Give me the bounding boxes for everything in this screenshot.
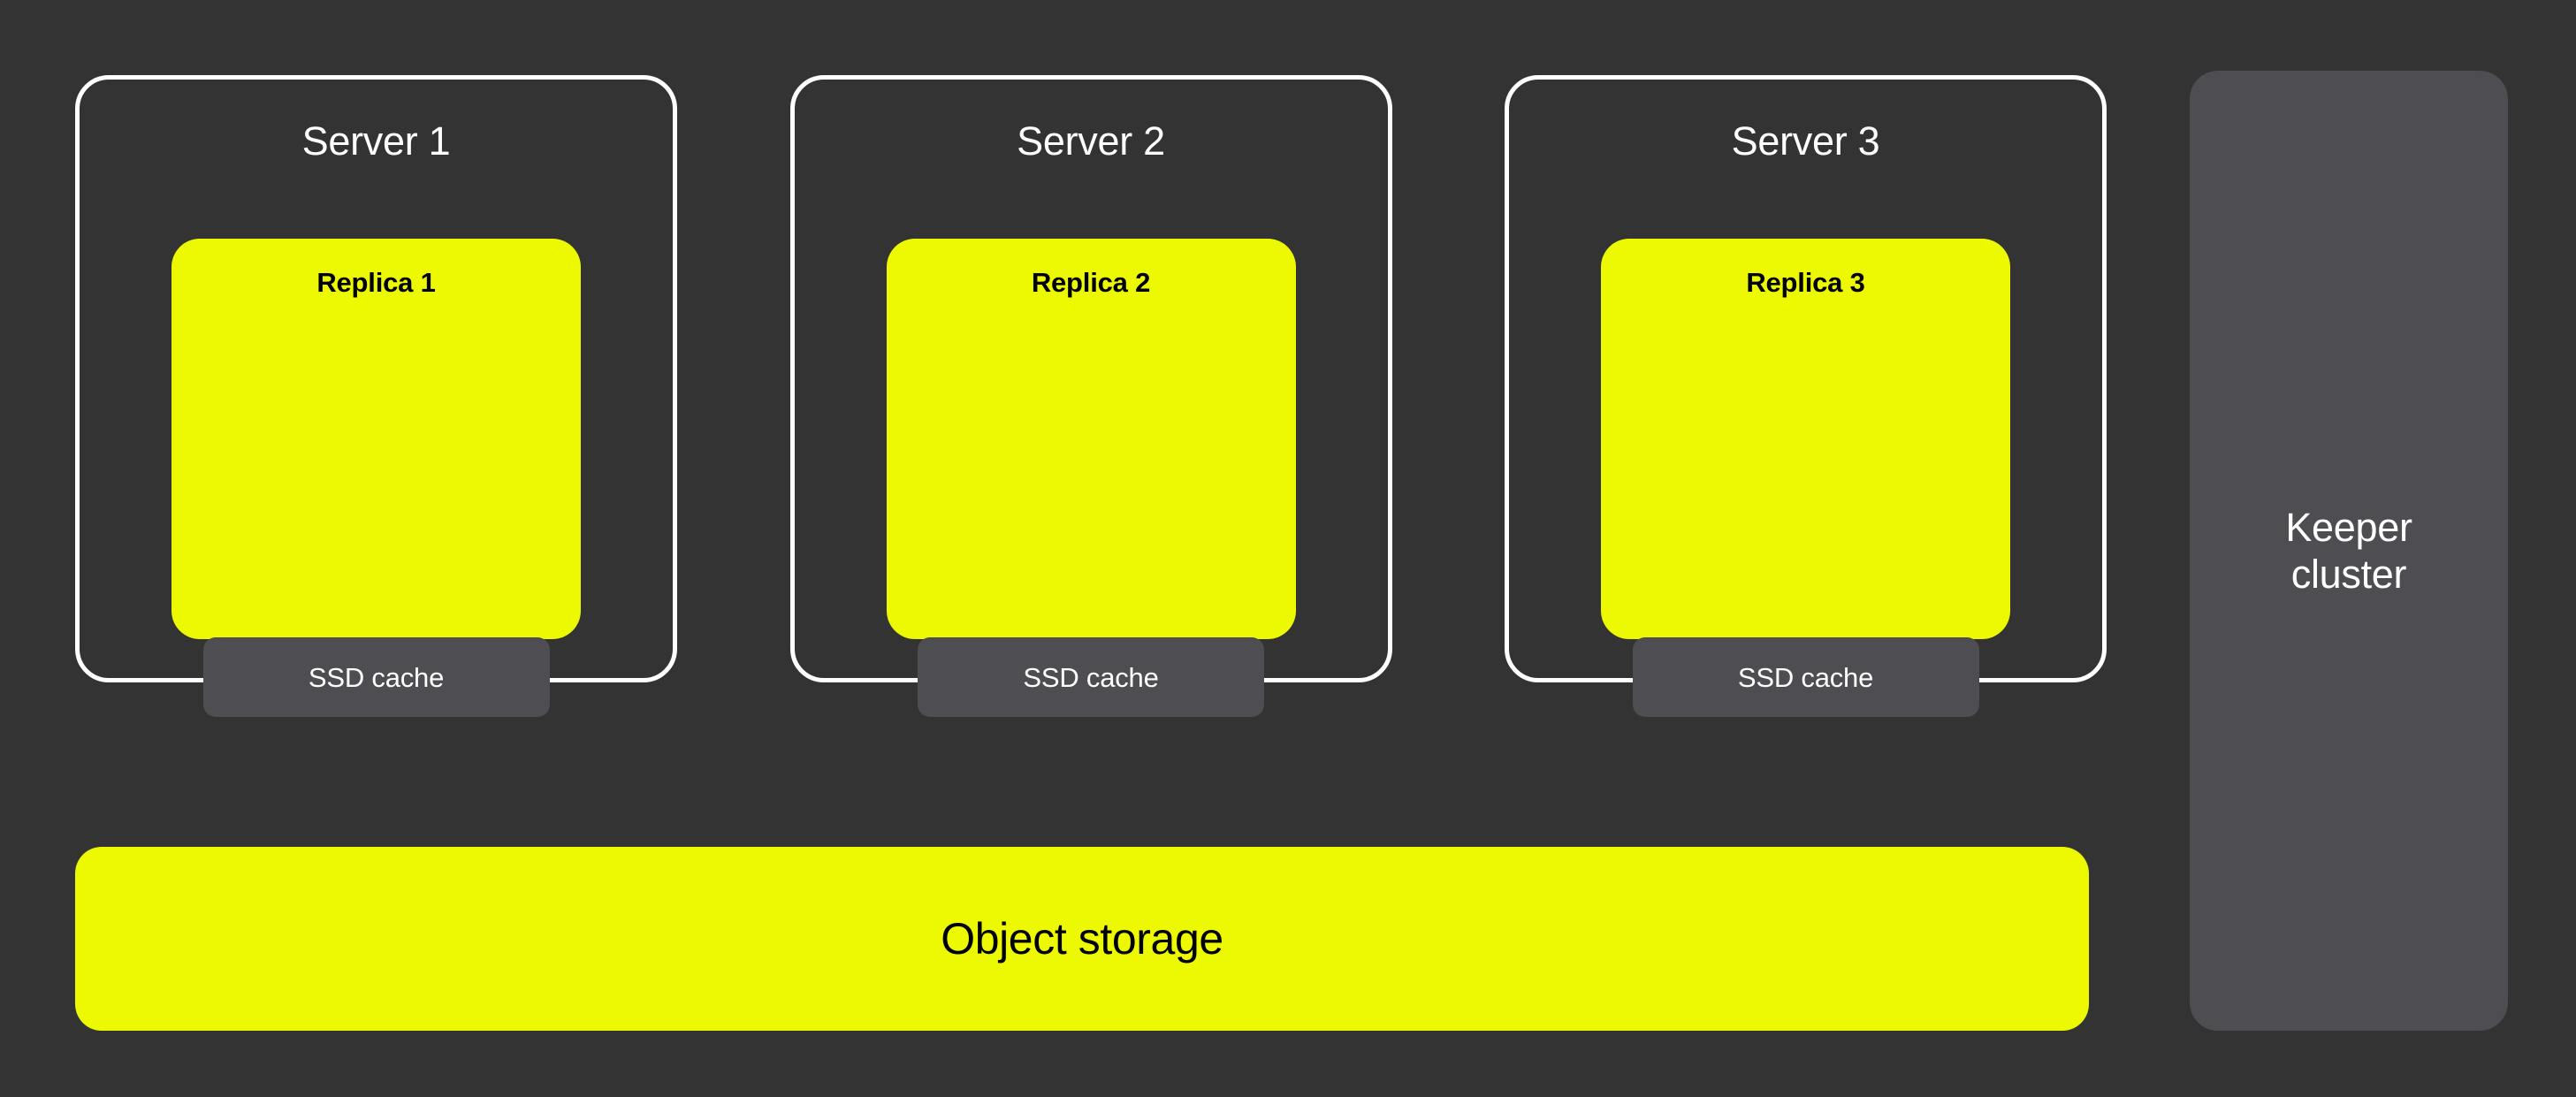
server-title-3: Server 3 — [1731, 118, 1880, 164]
servers-row: Server 1 Replica 1 SSD cache Server 2 Re… — [75, 75, 2107, 717]
replica-label-2: Replica 2 — [1031, 267, 1151, 298]
server-card-2[interactable]: Server 2 Replica 2 SSD cache — [789, 75, 1392, 717]
keeper-cluster-block[interactable]: Keeper cluster — [2190, 71, 2508, 1031]
server-card-3[interactable]: Server 3 Replica 3 SSD cache — [1505, 75, 2107, 717]
ssd-cache-label-1: SSD cache — [308, 661, 445, 693]
ssd-cache-label-2: SSD cache — [1023, 661, 1159, 693]
replica-box-1[interactable]: Replica 1 — [171, 239, 581, 639]
object-storage-label: Object storage — [941, 914, 1223, 964]
server-title-2: Server 2 — [1017, 118, 1165, 164]
ssd-cache-1[interactable]: SSD cache — [202, 637, 550, 717]
server-title-1: Server 1 — [301, 118, 451, 164]
ssd-cache-label-3: SSD cache — [1737, 661, 1874, 693]
ssd-cache-2[interactable]: SSD cache — [918, 637, 1264, 717]
replica-label-1: Replica 1 — [316, 267, 436, 298]
ssd-cache-3[interactable]: SSD cache — [1632, 637, 1979, 717]
server-card-1[interactable]: Server 1 Replica 1 SSD cache — [75, 75, 677, 717]
replica-box-2[interactable]: Replica 2 — [886, 239, 1296, 639]
object-storage-block[interactable]: Object storage — [75, 847, 2089, 1031]
keeper-cluster-label: Keeper cluster — [2285, 504, 2412, 597]
replica-label-3: Replica 3 — [1746, 267, 1865, 298]
replica-box-3[interactable]: Replica 3 — [1601, 239, 2010, 639]
